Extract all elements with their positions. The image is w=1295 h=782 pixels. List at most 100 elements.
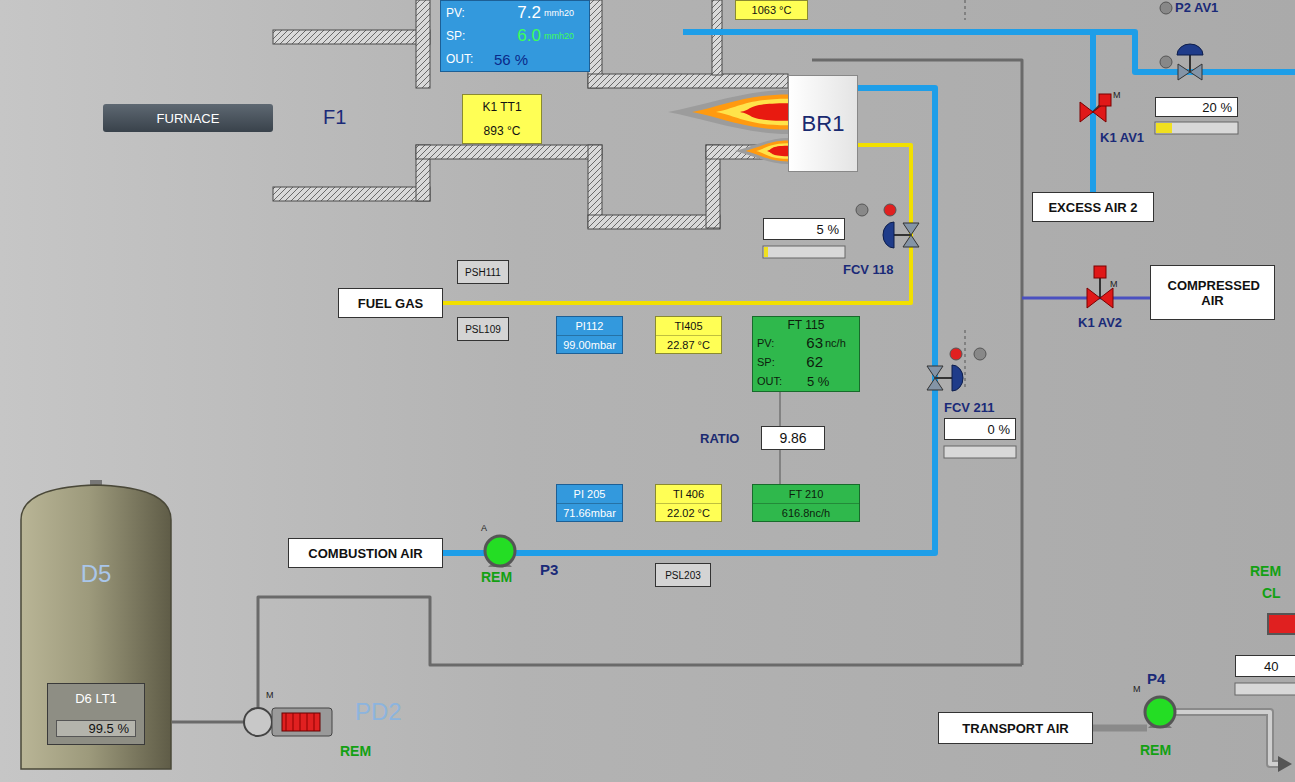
flow-arrow (1278, 756, 1292, 772)
tag-label: F1 (323, 106, 346, 129)
display-text: 99.00mbar (557, 336, 622, 354)
flow-controller: FT 115PV:63nc/hSP:62OUT:5 % (752, 316, 860, 392)
valve-body (903, 223, 919, 235)
tag-label: FCV 118 (843, 262, 894, 277)
display-text: D6 LT1 (75, 691, 117, 706)
tag-label: REM (340, 743, 371, 759)
motor-valve-body (1087, 288, 1100, 308)
position-bar (1235, 683, 1295, 695)
display-text: RATIO (700, 431, 739, 446)
temperature-indicator: TI 40622.02 °C (655, 484, 722, 522)
display-text: 99.5 % (56, 720, 136, 737)
display-text: SP: (757, 356, 785, 368)
valve-actuator (952, 365, 963, 391)
motor-actuator (1099, 94, 1111, 106)
status-lamp (974, 348, 986, 360)
furnace-wall (273, 30, 430, 44)
furnace-wall (273, 187, 430, 201)
display-text: PV: (446, 6, 480, 20)
display-text: FURNACE (157, 111, 220, 126)
display-text: 5 % (817, 222, 839, 237)
ratio-display: RATIO9.86 (700, 426, 825, 450)
display-text: PI 205 (557, 485, 622, 504)
furnace-wall (712, 0, 722, 75)
display-text: 616.8nc/h (753, 504, 859, 522)
position-bar (763, 246, 845, 258)
valve-position: 20 % (1155, 97, 1238, 117)
burner-flame (746, 141, 788, 162)
motor-actuator (1094, 266, 1106, 278)
display-text: BR1 (802, 111, 845, 137)
position-bar (944, 446, 1016, 458)
transport-pipe (1175, 712, 1280, 764)
control-valve (883, 222, 919, 248)
tag-label: REM (1250, 563, 1281, 579)
stream-label: COMBUSTION AIR (288, 538, 443, 568)
status-lamp (856, 204, 868, 216)
display-text: 40 (1264, 659, 1278, 674)
valve-position: 5 % (763, 218, 845, 240)
level-indicator: D6 LT1 99.5 % (47, 683, 145, 745)
display-text: 63 (785, 334, 825, 351)
boundary-line (965, 0, 966, 20)
storage-tank: D5 D6 LT1 99.5 % (20, 480, 172, 770)
position-fill (764, 247, 768, 257)
display-text: PI112 (557, 317, 622, 336)
display-text: mmh20 (544, 31, 584, 41)
pump-motor (272, 708, 332, 736)
temperature-indicator: 1063 °C (735, 0, 808, 20)
switch-tag: PSH111 (457, 260, 509, 284)
tag-label: M (266, 690, 274, 700)
display-text: PSL203 (665, 570, 701, 581)
tag-label: K1 AV2 (1078, 315, 1122, 330)
tag-label: M (1113, 90, 1121, 100)
motor-fin (314, 713, 315, 731)
stream-label: FUEL GAS (338, 288, 443, 318)
tag-label: REM (1140, 742, 1171, 758)
burner-flame (740, 103, 788, 121)
display-text: 5 % (785, 374, 855, 389)
display-text: COMBUSTION AIR (308, 546, 422, 561)
pressure-indicator: PI 20571.66mbar (556, 484, 623, 522)
transport-pipe (1093, 725, 1147, 732)
tag-label: M (1110, 279, 1118, 289)
valve-body (1178, 64, 1190, 80)
display-text: 1063 °C (752, 4, 792, 16)
tag-label: FCV 211 (944, 400, 995, 415)
valve-stem (935, 377, 953, 379)
valve-actuator (1177, 44, 1203, 55)
tag-label: M (1133, 684, 1141, 694)
display-text: 71.66mbar (557, 504, 622, 522)
temperature-indicator: TI40522.87 °C (655, 316, 722, 354)
process-pipe (258, 597, 1022, 708)
display-text: EXCESS AIR 2 (1048, 200, 1137, 215)
pump-symbol (1145, 697, 1175, 727)
display-text: FT 115 (757, 318, 855, 332)
display-text: 56 % (480, 51, 584, 68)
tag-label: REM (481, 569, 512, 585)
burner-flame (668, 90, 788, 134)
tag-label: K1 AV1 (1100, 130, 1144, 145)
controller-faceplate: PV:7.2mmh20SP:6.0mmh20OUT:56 % (440, 0, 590, 72)
display-text: 20 % (1202, 100, 1232, 115)
display-text: 6.0 (480, 26, 544, 46)
motor-valve-body (1100, 288, 1113, 308)
display-text: 7.2 (480, 3, 544, 23)
flow-indicator: FT 210616.8nc/h (752, 484, 860, 522)
stream-label: TRANSPORT AIR (938, 712, 1093, 744)
display-text: OUT: (446, 52, 480, 66)
tag-label: P2 AV1 (1175, 0, 1218, 15)
status-lamp (884, 204, 896, 216)
display-text: 22.02 °C (656, 504, 721, 522)
display-text: D5 (20, 560, 172, 588)
display-text: COMPRESSED AIR (1168, 278, 1258, 308)
motor-valve-body (1080, 102, 1093, 122)
motor-fin (307, 713, 308, 731)
pipe-connector (443, 88, 935, 553)
temperature-indicator: K1 TT1893 °C (462, 94, 542, 144)
tag-label: CL (1262, 585, 1281, 601)
process-pipe (172, 721, 244, 724)
valve-position: 0 % (944, 418, 1016, 440)
tag-label: A (481, 523, 487, 533)
